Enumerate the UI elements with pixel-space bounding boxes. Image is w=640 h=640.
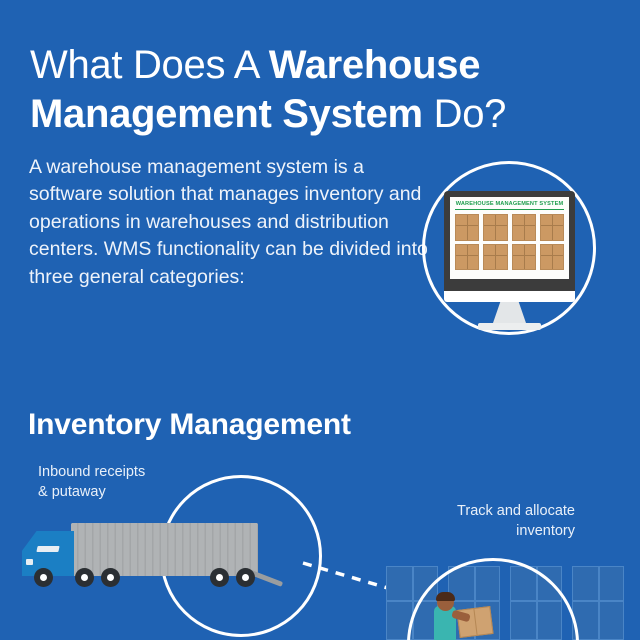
monitor-ring	[422, 161, 596, 335]
worker-hair	[436, 592, 455, 601]
section-heading-inventory-management: Inventory Management	[28, 407, 351, 441]
page-title-part-1: What Does A	[30, 42, 269, 87]
worker-torso	[434, 606, 456, 640]
monitor-stand-base	[478, 323, 541, 330]
truck-wheel	[101, 568, 120, 587]
carton-icon	[483, 243, 508, 270]
callout-label-inbound-line-1: Inbound receipts & putaway	[38, 464, 146, 500]
monitor-chin	[444, 291, 575, 302]
desktop-monitor-icon: WAREHOUSE MANAGEMENT SYSTEM	[444, 191, 575, 291]
carton-icon	[455, 214, 480, 241]
shelf-bay	[572, 566, 624, 640]
carton-icon	[511, 214, 536, 241]
carton-icon	[511, 243, 536, 270]
intro-paragraph: A warehouse management system is a softw…	[29, 155, 428, 288]
truck-trailer	[71, 523, 258, 576]
dashed-connector-line	[302, 561, 419, 599]
callout-label-track: Track and allocate inventory	[360, 501, 575, 541]
carton-icon	[483, 214, 508, 241]
page-title-emphasis: Warehouse Management System	[30, 42, 481, 136]
monitor-stand-neck	[493, 302, 526, 323]
truck-wheel	[210, 568, 229, 587]
carton-icon	[455, 243, 480, 270]
carton-icon	[539, 243, 564, 270]
monitor-screen-title: WAREHOUSE MANAGEMENT SYSTEM	[455, 201, 564, 210]
truck-wheel	[236, 568, 255, 587]
carton-icon	[539, 214, 564, 241]
monitor-screen: WAREHOUSE MANAGEMENT SYSTEM	[450, 197, 569, 279]
truck-wheel	[34, 568, 53, 587]
monitor-carton-grid	[455, 214, 564, 270]
page-title: What Does A Warehouse Management System …	[30, 41, 610, 139]
callout-label-track-line-1: Track and allocate inventory	[457, 503, 575, 539]
page-title-part-3: Do?	[422, 91, 507, 136]
callout-label-inbound: Inbound receipts & putaway	[38, 462, 248, 502]
truck-headlamp	[26, 559, 33, 565]
worker-carried-box	[456, 606, 494, 638]
truck-wheel	[75, 568, 94, 587]
trailer-ribs	[71, 523, 258, 576]
